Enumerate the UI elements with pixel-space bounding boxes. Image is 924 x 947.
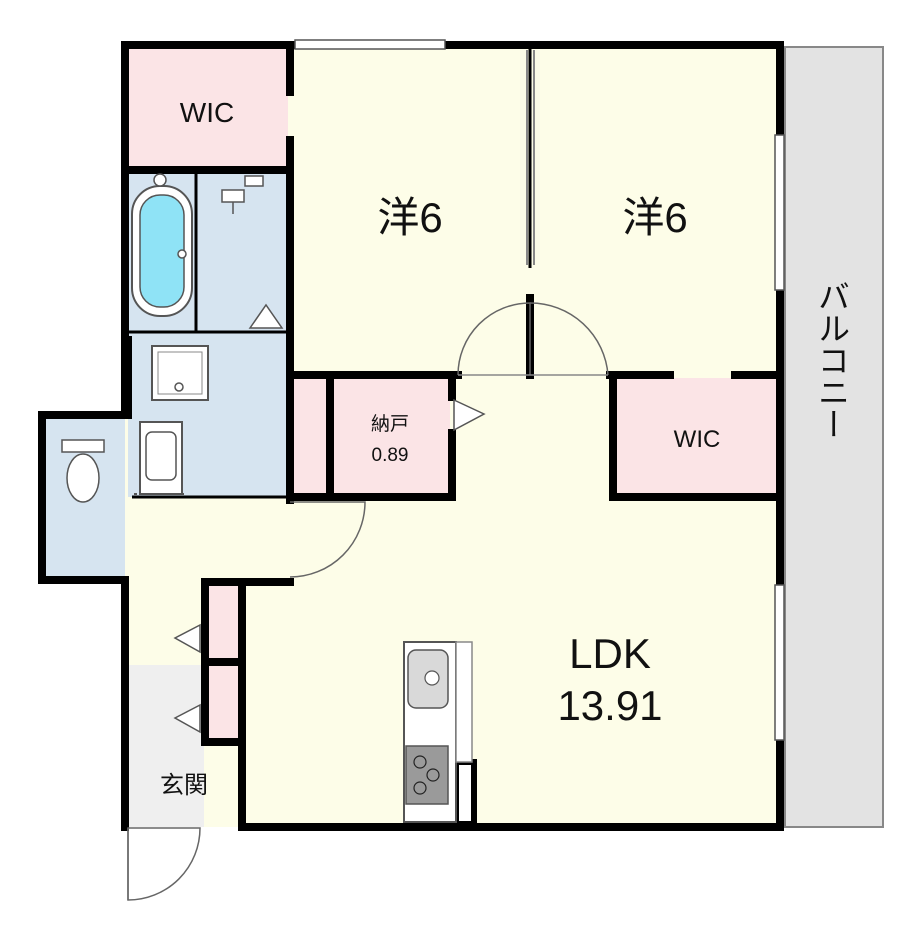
wic-top-floor xyxy=(125,45,288,170)
bathtub-icon xyxy=(131,173,193,317)
toilet-icon xyxy=(61,439,105,503)
balcony-area xyxy=(784,46,884,828)
sink-icon xyxy=(407,649,449,709)
closet-door-marks xyxy=(173,303,486,734)
sliding-door xyxy=(526,50,535,265)
stove-icon xyxy=(405,745,449,805)
ldk-area: 13.91 xyxy=(557,682,662,729)
wic-right-floor xyxy=(615,378,777,496)
storage-floor xyxy=(332,378,450,496)
storage-label: 納戸 xyxy=(371,413,409,435)
shoe-cabinet-lower xyxy=(205,662,242,740)
wic-top-label: WIC xyxy=(180,97,234,128)
wic-right-label: WIC xyxy=(674,426,721,453)
ldk-label: LDK xyxy=(569,630,651,677)
storage-area: 0.89 xyxy=(372,445,409,466)
balcony-label: バルコニー xyxy=(814,280,850,440)
bedroom-1-label: 洋6 xyxy=(377,194,442,241)
door-swings xyxy=(127,302,609,901)
entrance-floor xyxy=(128,665,204,827)
shoe-cabinet-upper xyxy=(205,582,242,660)
entrance-label: 玄関 xyxy=(160,772,208,799)
washing-machine-icon xyxy=(151,345,209,401)
interior-walls xyxy=(121,41,784,831)
bedroom-2-label: 洋6 xyxy=(622,194,687,241)
shower-icon xyxy=(221,175,264,214)
wash-basin-icon xyxy=(134,421,184,495)
storage-side-floor xyxy=(292,378,330,496)
windows xyxy=(294,39,785,741)
